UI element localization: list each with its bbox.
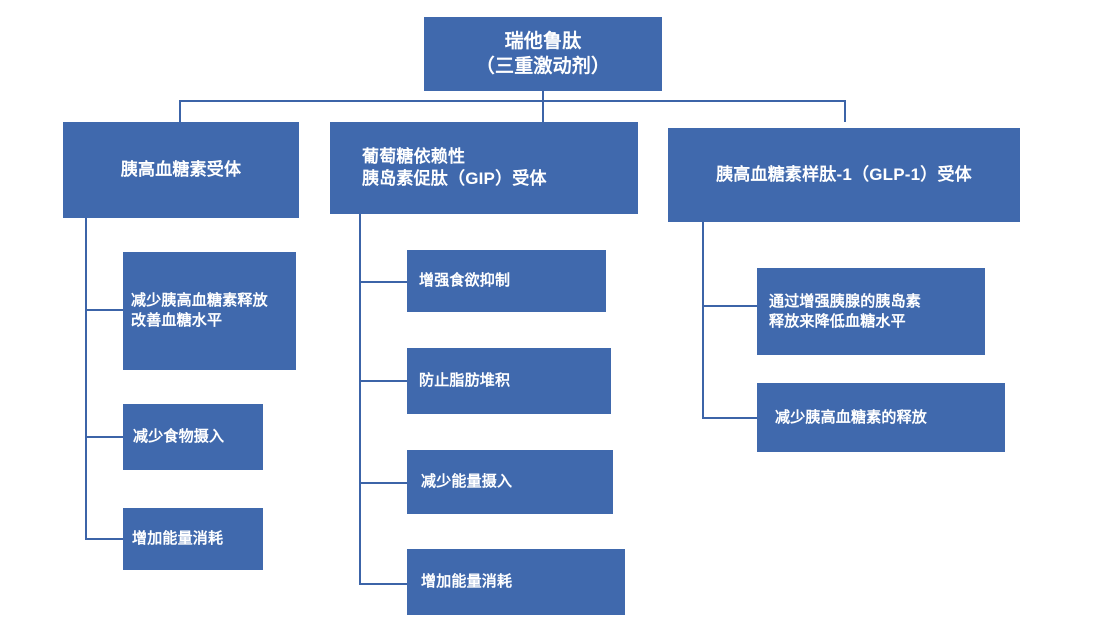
node-gip-effect-2[interactable]: 防止脂肪堆积 bbox=[407, 348, 611, 414]
node-glp1-effect-2[interactable]: 减少胰高血糖素的释放 bbox=[757, 383, 1005, 452]
connector-root-to-branch-2 bbox=[542, 100, 544, 122]
connector-root-stem bbox=[542, 91, 544, 102]
connector-branch-2-child-4 bbox=[359, 583, 408, 585]
connector-branch-3-child-2 bbox=[702, 417, 758, 419]
node-glp1-effect-1[interactable]: 通过增强胰腺的胰岛素 释放来降低血糖水平 bbox=[757, 268, 985, 355]
node-glucagon-receptor[interactable]: 胰高血糖素受体 bbox=[63, 122, 299, 218]
connector-root-to-branch-1 bbox=[179, 100, 181, 122]
connector-branch-2-child-3 bbox=[359, 482, 408, 484]
connector-branch-2-child-1 bbox=[359, 281, 408, 283]
connector-branch-3-child-1 bbox=[702, 305, 758, 307]
node-gip-effect-3[interactable]: 减少能量摄入 bbox=[407, 450, 613, 514]
connector-branch-1-child-3 bbox=[85, 538, 124, 540]
connector-root-to-branch-3 bbox=[844, 100, 846, 122]
connector-branch-2-trunk bbox=[359, 214, 361, 584]
node-gcgr-effect-1[interactable]: 减少胰高血糖素释放 改善血糖水平 bbox=[123, 252, 296, 370]
connector-branch-1-child-1 bbox=[85, 309, 124, 311]
node-retatrutide-root[interactable]: 瑞他鲁肽 （三重激动剂） bbox=[424, 17, 662, 91]
connector-branch-1-child-2 bbox=[85, 436, 124, 438]
node-glp1-receptor[interactable]: 胰高血糖素样肽-1（GLP-1）受体 bbox=[668, 128, 1020, 222]
connector-branch-2-child-2 bbox=[359, 380, 408, 382]
node-gcgr-effect-3[interactable]: 增加能量消耗 bbox=[123, 508, 263, 570]
connector-root-bus bbox=[180, 100, 846, 102]
connector-branch-3-trunk bbox=[702, 222, 704, 418]
connector-branch-1-trunk bbox=[85, 218, 87, 540]
node-gcgr-effect-2[interactable]: 减少食物摄入 bbox=[123, 404, 263, 470]
node-gip-effect-4[interactable]: 增加能量消耗 bbox=[407, 549, 625, 615]
node-gip-receptor[interactable]: 葡萄糖依赖性 胰岛素促肽（GIP）受体 bbox=[330, 122, 638, 214]
node-gip-effect-1[interactable]: 增强食欲抑制 bbox=[407, 250, 606, 312]
